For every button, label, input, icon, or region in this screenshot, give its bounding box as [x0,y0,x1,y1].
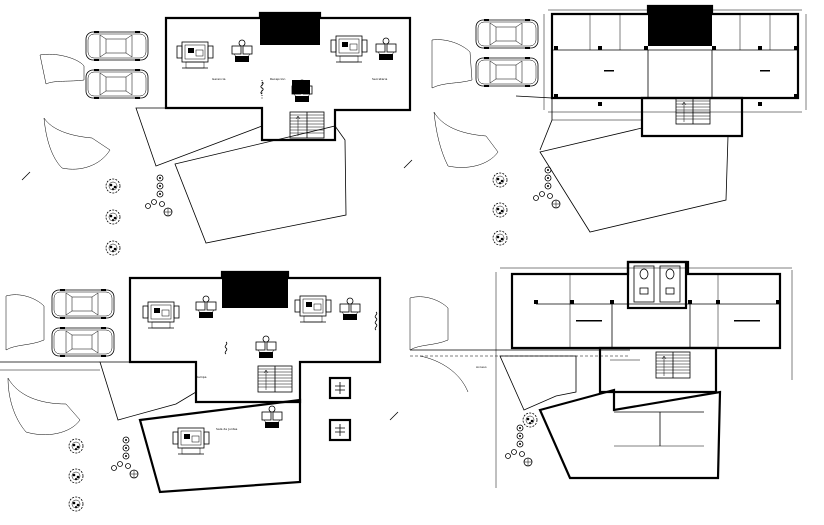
label-lower-office: Sala de Juntas [216,427,238,431]
label-lobby: Recepcion [270,77,286,81]
stair-core [260,13,320,45]
label-ramp: Rampa [196,375,207,379]
label-access: Acceso [476,365,487,369]
label-office-right: Secretaria [372,77,387,81]
label-office-left: Gerencia [212,77,226,81]
panel-bottom-right: Acceso [389,260,793,488]
panel-top-left: Gerencia Secretaria Recepcion [21,11,412,256]
panel-top-right [403,4,807,246]
panel-bottom-left: Rampa Sala de Juntas [0,270,382,512]
